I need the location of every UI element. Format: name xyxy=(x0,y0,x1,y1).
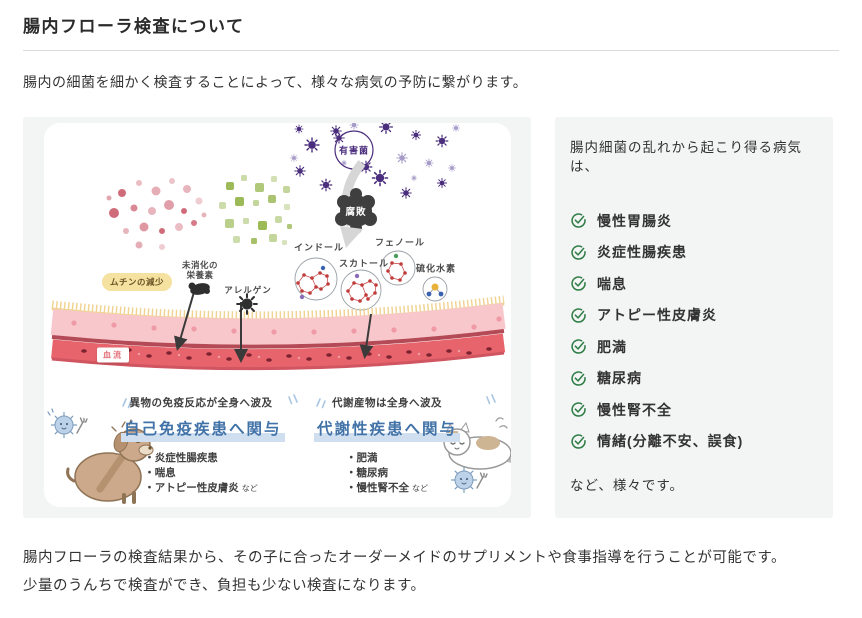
disease-item: 肥満 xyxy=(570,331,818,363)
disease-label: 炎症性腸疾患 xyxy=(597,244,687,261)
item-text: 炎症性腸疾患 xyxy=(154,452,218,464)
disease-label: アトピー性皮膚炎 xyxy=(597,307,717,324)
harmful-bacteria-label: 有害菌 xyxy=(338,145,370,156)
disease-item: 慢性腎不全 xyxy=(570,394,818,426)
title-divider xyxy=(23,50,839,51)
indole-label: インドール xyxy=(293,242,345,253)
disease-label: 慢性腎不全 xyxy=(597,401,672,418)
footer-line-2: 少量のうんちで検査ができ、負担も少ない検査になります。 xyxy=(23,578,426,594)
gut-flora-illustration: 有害菌 腐敗 インドール スカトール フェノール 硫化水素 ムチンの減少 未消化… xyxy=(44,123,511,507)
check-icon xyxy=(571,308,586,323)
figure-card: 有害菌 腐敗 インドール スカトール フェノール 硫化水素 ムチンの減少 未消化… xyxy=(23,117,531,518)
item-text: 糖尿病 xyxy=(356,467,389,479)
metabolic-list-item: 糖尿病 xyxy=(346,466,428,481)
phenol-label: フェノール xyxy=(374,237,426,248)
content-row: 有害菌 腐敗 インドール スカトール フェノール 硫化水素 ムチンの減少 未消化… xyxy=(23,117,839,518)
footer-block: 腸内フローラの検査結果から、その子に合ったオーダーメイドのサプリメントや食事指導… xyxy=(23,544,839,600)
intro-text: 腸内の細菌を細かく検査することによって、様々な病気の予防に繋がります。 xyxy=(23,74,528,90)
metabolic-note: 代謝産物は全身へ波及 xyxy=(332,397,442,409)
check-icon xyxy=(571,339,586,354)
pink-bacteria-cluster xyxy=(106,178,207,250)
footer-line-1: 腸内フローラの検査結果から、その子に合ったオーダーメイドのサプリメントや食事指導… xyxy=(23,550,786,566)
virus-character-right xyxy=(450,466,488,494)
page-title: 腸内フローラ検査について xyxy=(23,17,245,36)
check-icon xyxy=(571,213,586,228)
undigested-nutrients-icon xyxy=(188,282,210,295)
virus-character-left xyxy=(47,408,88,439)
disease-panel: 腸内細菌の乱れから起こり得る病気は、 慢性胃腸炎 xyxy=(555,117,833,518)
hydrogen-sulfide-label: 硫化水素 xyxy=(415,263,457,274)
undigested-nutrients-label: 未消化の栄養素 xyxy=(182,260,218,280)
item-text: 肥満 xyxy=(356,452,378,464)
autoimmune-note: 異物の免疫反応が全身へ波及 xyxy=(129,397,273,409)
item-text: アトピー性皮膚炎 xyxy=(154,482,239,494)
disease-item: 喘息 xyxy=(570,268,818,300)
putrefaction-arrowhead xyxy=(340,226,363,248)
bloodflow-badge: 血流 xyxy=(97,347,129,363)
metabolic-list-item: 肥満 xyxy=(346,451,428,466)
autoimmune-column: 異物の免疫反応が全身へ波及 自己免疫疾患へ関与 炎症性腸疾患 喘息 アトピー性皮… xyxy=(121,395,285,496)
check-icon xyxy=(571,371,586,386)
harmful-bacteria-cluster xyxy=(290,123,460,203)
disease-item: アトピー性皮膚炎 xyxy=(570,300,818,332)
disease-label: 慢性胃腸炎 xyxy=(597,212,672,229)
panel-outro: など、様々です。 xyxy=(570,478,684,493)
check-icon xyxy=(571,276,586,291)
item-etc: など xyxy=(241,484,258,493)
undigested-line2: 栄養素 xyxy=(186,270,214,280)
item-etc: など xyxy=(412,484,428,493)
autoimmune-list-item: 炎症性腸疾患 xyxy=(144,451,258,466)
panel-intro: 腸内細菌の乱れから起こり得る病気は、 xyxy=(570,140,802,174)
green-bacteria-cluster xyxy=(219,175,292,245)
disease-item: 糖尿病 xyxy=(570,363,818,395)
disease-label: 糖尿病 xyxy=(597,370,642,387)
check-icon xyxy=(571,245,586,260)
allergen-icon xyxy=(236,293,258,315)
undigested-line1: 未消化の xyxy=(181,260,219,270)
skatole-label: スカトール xyxy=(338,258,390,269)
autoimmune-list-item: 喘息 xyxy=(144,466,258,481)
disease-item: 情緒(分離不安、誤食) xyxy=(570,426,818,458)
allergen-label: アレルゲン xyxy=(224,285,272,295)
mucin-decrease-badge: ムチンの減少 xyxy=(101,273,173,291)
disease-label: 肥満 xyxy=(597,338,627,355)
metabolite-molecules xyxy=(294,250,448,311)
penetration-arrows xyxy=(174,291,374,363)
putrefaction-blob xyxy=(335,188,377,234)
disease-list: 慢性胃腸炎 炎症性腸疾患 xyxy=(570,205,818,457)
disease-label: 情緒(分離不安、誤食) xyxy=(597,433,744,450)
disease-item: 慢性胃腸炎 xyxy=(570,205,818,237)
check-icon xyxy=(571,434,586,449)
disease-item: 炎症性腸疾患 xyxy=(570,237,818,269)
item-text: 喘息 xyxy=(154,467,176,479)
page: 腸内フローラ検査について 腸内の細菌を細かく検査することによって、様々な病気の予… xyxy=(0,12,862,600)
disease-label: 喘息 xyxy=(597,275,627,292)
autoimmune-heading: 自己免疫疾患へ関与 xyxy=(121,417,285,442)
putrefaction-label: 腐敗 xyxy=(345,207,367,218)
metabolic-heading: 代謝性疾患へ関与 xyxy=(313,417,460,442)
check-icon xyxy=(571,402,586,417)
item-text: 慢性腎不全 xyxy=(356,482,410,494)
